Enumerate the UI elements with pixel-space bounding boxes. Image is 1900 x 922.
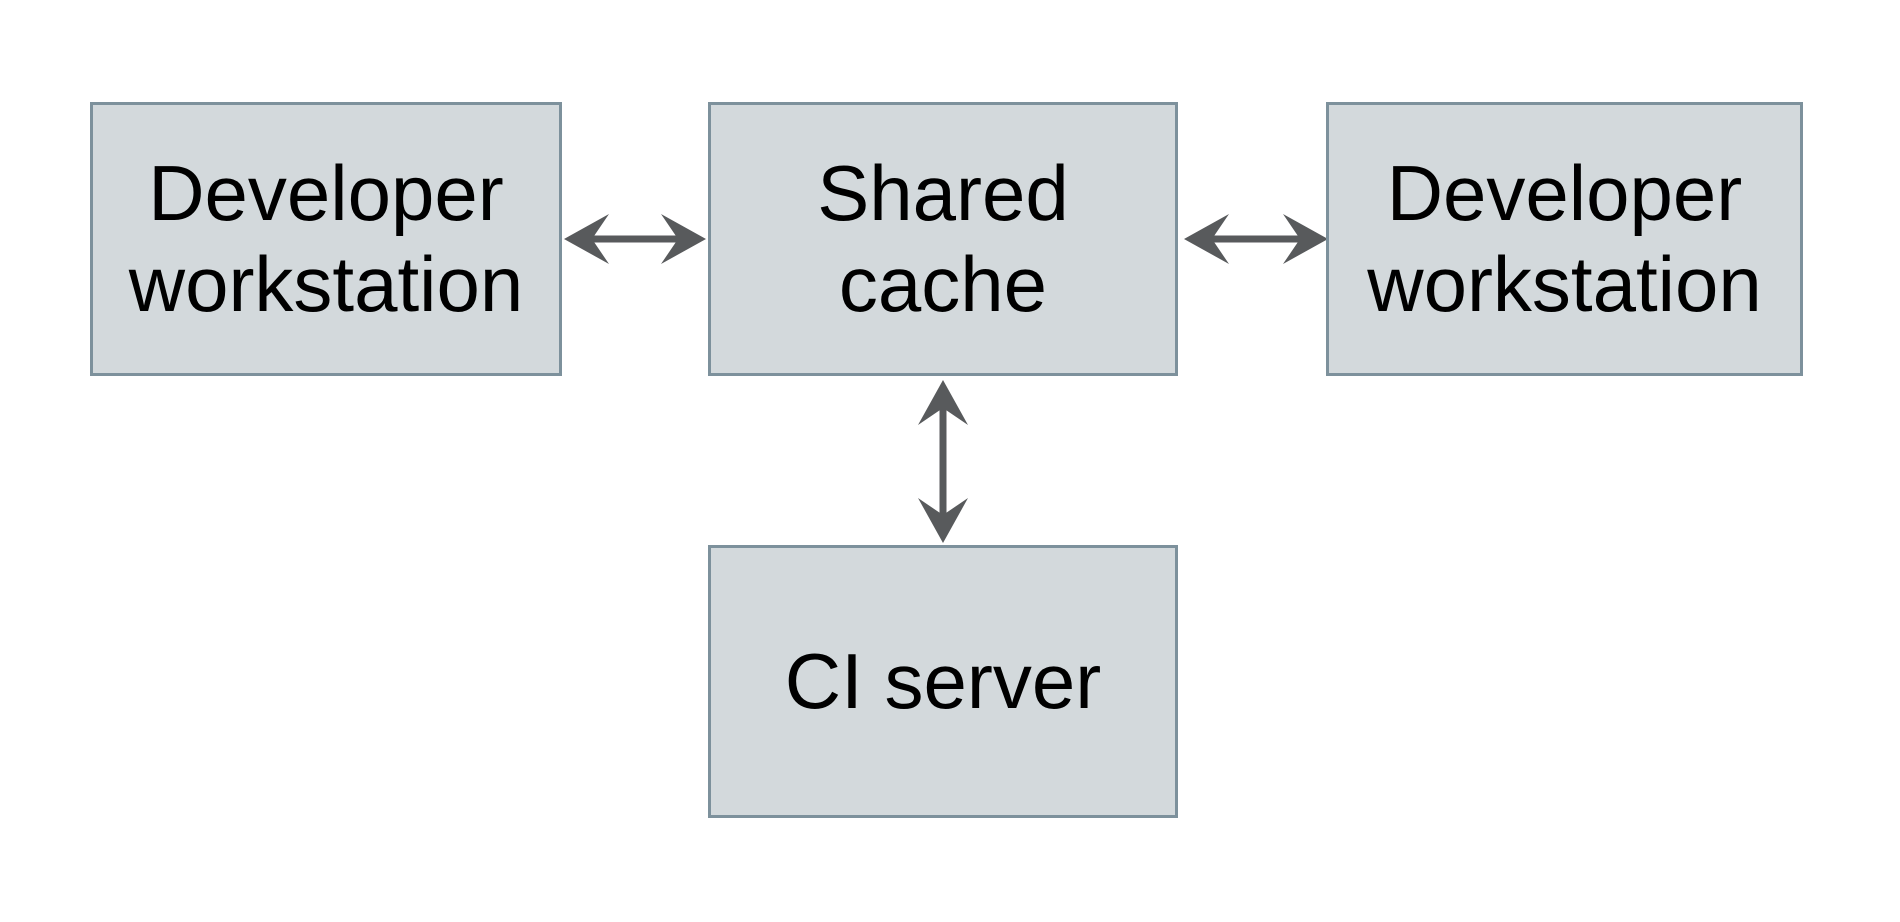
node-label-line: Developer [1386,148,1743,237]
arrow-ci-server-shared-cache [918,380,968,543]
node-developer-workstation-left: Developer workstation [90,102,562,376]
node-label-line: CI server [784,636,1102,725]
node-label-line: Shared [817,148,1069,237]
node-shared-cache: Shared cache [708,102,1178,376]
node-developer-workstation-right: Developer workstation [1326,102,1803,376]
node-label-line: workstation [128,240,524,328]
node-label-line: cache [838,240,1048,328]
arrow-dev-right-shared-cache [1184,214,1328,264]
node-label-line: Developer [148,148,504,237]
arrow-dev-left-shared-cache [564,214,706,264]
node-ci-server: CI server [708,545,1178,818]
node-label-line: workstation [1367,240,1762,328]
